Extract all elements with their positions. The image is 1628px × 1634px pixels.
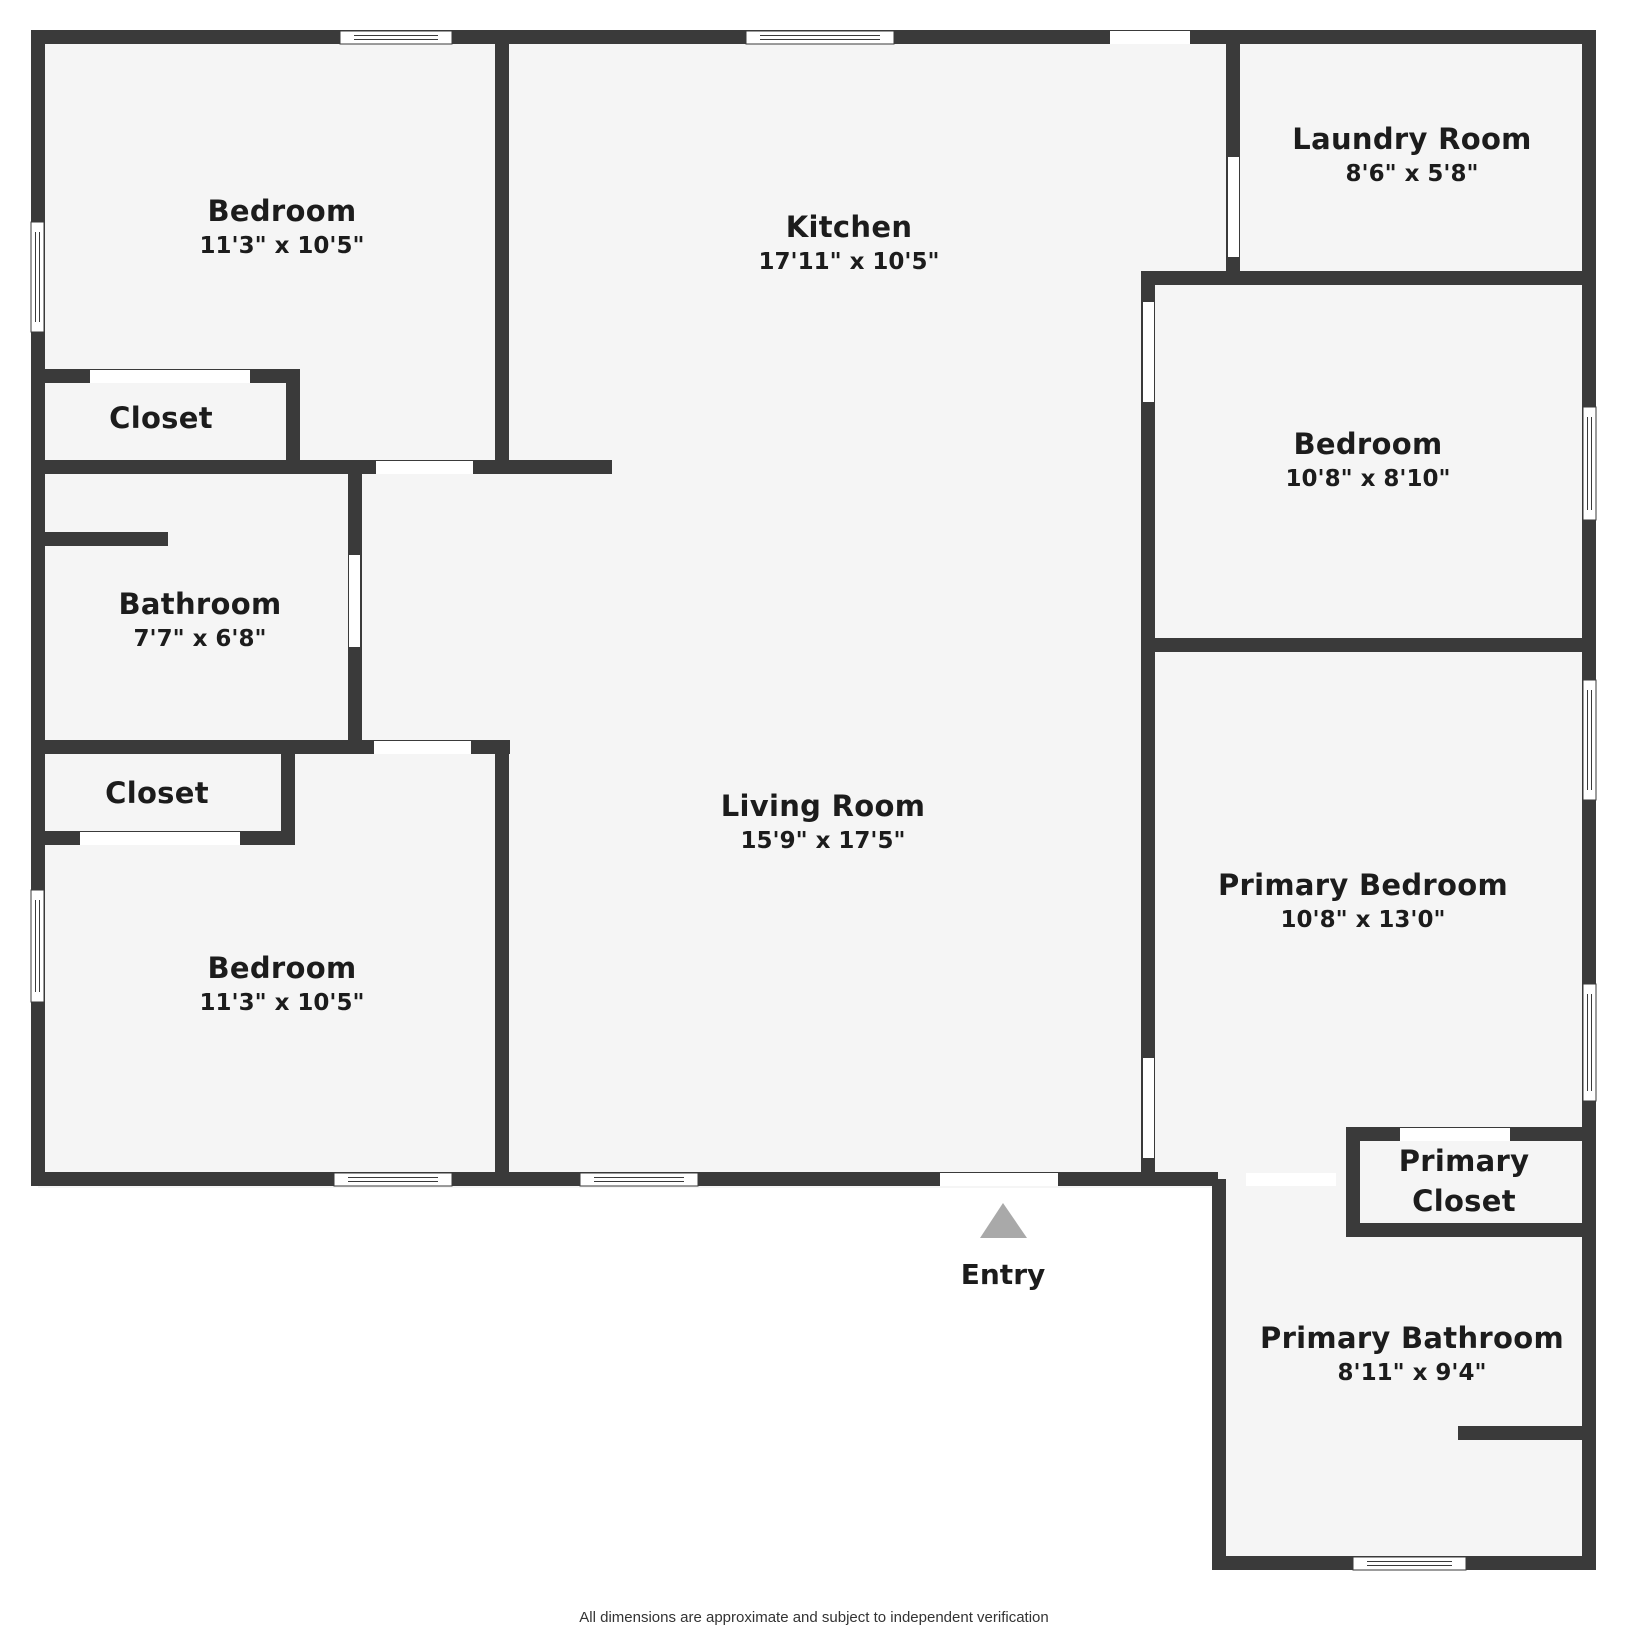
room-dimensions: 11'3" x 10'5" — [199, 990, 365, 1016]
wall-segment — [38, 460, 612, 474]
room-name: Closet — [105, 776, 209, 810]
room-dimensions: 15'9" x 17'5" — [740, 828, 906, 854]
window — [339, 30, 453, 45]
wall-segment — [495, 31, 509, 467]
window — [333, 1172, 453, 1187]
door-opening — [80, 832, 240, 845]
door-opening — [349, 555, 360, 647]
window — [30, 221, 45, 333]
room-dimensions: 10'8" x 13'0" — [1280, 907, 1446, 933]
room-closet-2: Closet — [105, 773, 209, 813]
room-dimensions: 8'11" x 9'4" — [1337, 1360, 1487, 1386]
room-name: Kitchen — [785, 210, 913, 244]
door-opening — [90, 370, 250, 383]
entry-label: Entry — [960, 1258, 1046, 1291]
wall-segment — [1346, 1223, 1596, 1237]
entry-marker-icon — [980, 1203, 1027, 1238]
room-name: Primary Closet — [1398, 1144, 1530, 1218]
room-primary-bedroom: Primary Bedroom 10'8" x 13'0" — [1218, 865, 1508, 935]
room-bedroom-sw: Bedroom 11'3" x 10'5" — [200, 948, 365, 1018]
window — [1582, 983, 1597, 1102]
door-opening — [940, 1173, 1058, 1186]
wall-segment — [1141, 271, 1596, 285]
door-opening — [1143, 302, 1154, 402]
room-name: Bathroom — [118, 587, 282, 621]
room-dimensions: 11'3" x 10'5" — [199, 233, 365, 259]
door-opening — [1110, 31, 1190, 44]
door-opening — [376, 461, 473, 474]
room-bedroom-nw: Bedroom 11'3" x 10'5" — [200, 191, 365, 261]
wall-segment — [1212, 1179, 1226, 1570]
disclaimer-text: All dimensions are approximate and subje… — [579, 1609, 1049, 1626]
room-name: Bedroom — [207, 194, 357, 228]
door-opening — [1143, 1058, 1154, 1158]
room-laundry-room: Laundry Room 8'6" x 5'8" — [1292, 119, 1531, 189]
window — [1582, 406, 1597, 521]
wall-segment — [281, 747, 295, 842]
room-name: Living Room — [720, 789, 926, 823]
room-kitchen: Kitchen 17'11" x 10'5" — [759, 207, 940, 277]
room-dimensions: 10'8" x 8'10" — [1285, 466, 1451, 492]
room-name: Laundry Room — [1292, 122, 1532, 156]
room-dimensions: 17'11" x 10'5" — [758, 249, 940, 275]
doors-and-windows — [30, 30, 1597, 1571]
room-name: Primary Bedroom — [1218, 868, 1508, 902]
window — [745, 30, 895, 45]
door-opening — [1246, 1173, 1336, 1186]
floor-fills — [38, 38, 1593, 1560]
room-name: Bedroom — [207, 951, 357, 985]
window — [1582, 679, 1597, 801]
door-opening — [374, 741, 471, 754]
room-dimensions: 7'7" x 6'8" — [133, 626, 267, 652]
room-primary-closet: Primary Closet — [1399, 1141, 1530, 1221]
wall-segment — [1346, 1134, 1360, 1235]
wall-segment — [1148, 638, 1596, 652]
room-closet-1: Closet — [109, 398, 213, 438]
window — [1352, 1556, 1467, 1571]
room-bathroom: Bathroom 7'7" x 6'8" — [119, 584, 282, 654]
floor-area — [38, 38, 1593, 1188]
wall-segment — [1458, 1426, 1596, 1440]
wall-segment — [38, 532, 168, 546]
room-living-room: Living Room 15'9" x 17'5" — [721, 786, 925, 856]
window — [30, 889, 45, 1003]
room-name: Primary Bathroom — [1260, 1321, 1564, 1355]
wall-segment — [286, 376, 300, 467]
wall-segment — [495, 747, 509, 1186]
wall-segment — [1141, 278, 1155, 1186]
room-dimensions: 8'6" x 5'8" — [1345, 161, 1479, 187]
wall-segment — [31, 31, 45, 1186]
room-bedroom-e: Bedroom 10'8" x 8'10" — [1286, 424, 1451, 494]
room-name: Bedroom — [1293, 427, 1443, 461]
room-primary-bathroom: Primary Bathroom 8'11" x 9'4" — [1260, 1318, 1564, 1388]
door-opening — [1400, 1128, 1510, 1141]
door-opening — [1228, 157, 1239, 257]
room-name: Closet — [109, 401, 213, 435]
window — [579, 1172, 699, 1187]
floor-area — [1212, 1150, 1593, 1560]
